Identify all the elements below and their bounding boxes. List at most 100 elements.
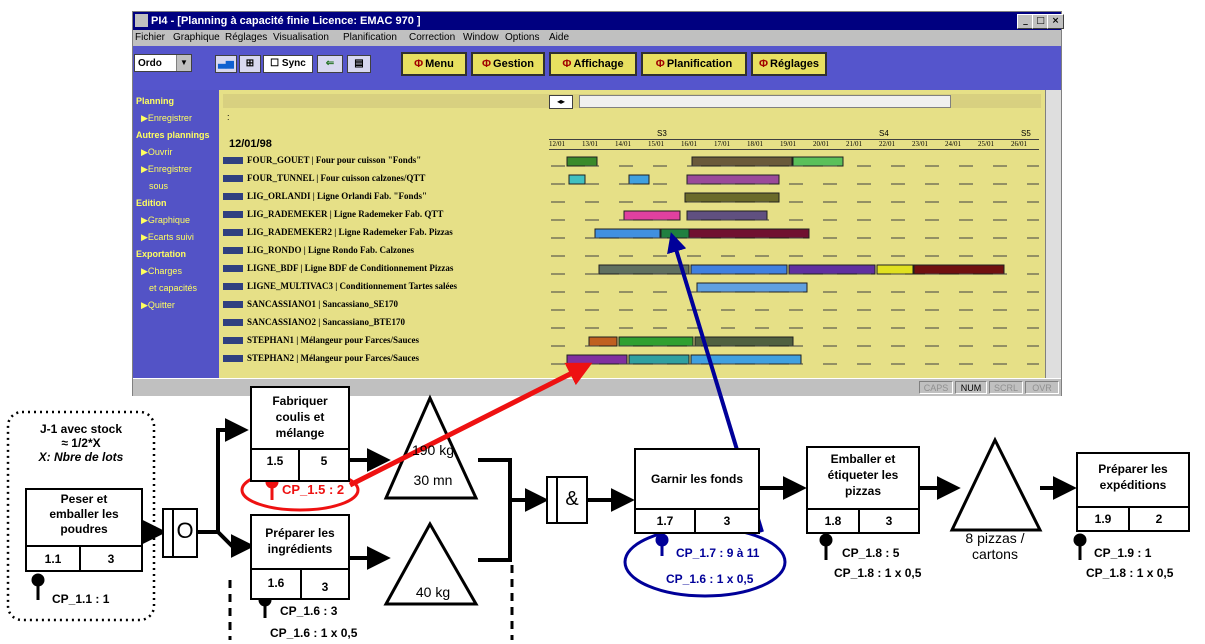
gantt-bar[interactable] bbox=[792, 156, 844, 167]
sidebar-item-ouvrir[interactable]: ▶Ouvrir bbox=[141, 147, 173, 157]
resource-row[interactable]: LIG_RADEMEKER2 | Ligne Rademeker Fab. Pi… bbox=[223, 225, 453, 240]
gantt-bar[interactable] bbox=[696, 282, 808, 293]
menu-aide[interactable]: Aide bbox=[549, 32, 570, 43]
vertical-scrollbar[interactable] bbox=[1045, 90, 1061, 378]
week-s3: S3 bbox=[657, 129, 667, 138]
chevron-down-icon[interactable]: ▼ bbox=[176, 55, 191, 71]
menu-correction[interactable]: Correction bbox=[409, 32, 456, 43]
and-gate: & bbox=[546, 476, 588, 524]
sidebar-item-enregistrer-sous[interactable]: ▶Enregistrer bbox=[141, 164, 192, 174]
resource-icon bbox=[223, 157, 243, 165]
sidebar-item-quitter[interactable]: ▶Quitter bbox=[141, 300, 175, 310]
sidebar-item-charges[interactable]: ▶Charges bbox=[141, 266, 182, 276]
resource-row[interactable]: LIGNE_BDF | Ligne BDF de Conditionnement… bbox=[223, 261, 453, 276]
process-box-expeditions[interactable]: Préparer les expéditions 1.9 2 bbox=[1076, 452, 1190, 532]
chart-icon[interactable]: ▃▅ bbox=[215, 55, 237, 73]
resource-icon bbox=[223, 193, 243, 201]
cp-label: CP_1.6 : 3 bbox=[280, 604, 338, 618]
resource-row[interactable]: SANCASSIANO1 | Sancassiano_SE170 bbox=[223, 297, 398, 312]
resource-icon bbox=[223, 211, 243, 219]
gantt-bar[interactable] bbox=[691, 156, 793, 167]
scroll-thumb[interactable] bbox=[579, 95, 951, 108]
cp-label: CP_1.8 : 1 x 0,5 bbox=[834, 566, 922, 580]
minimize-button[interactable]: _ bbox=[1017, 14, 1034, 29]
sidebar-item-ecarts-suivi[interactable]: ▶Ecarts suivi bbox=[141, 232, 194, 242]
resource-row[interactable]: STEPHAN1 | Mélangeur pour Farces/Sauces bbox=[223, 333, 419, 348]
close-button[interactable]: × bbox=[1047, 14, 1064, 29]
resource-icon bbox=[223, 247, 243, 255]
resource-row[interactable]: STEPHAN2 | Mélangeur pour Farces/Sauces bbox=[223, 351, 419, 366]
resource-row[interactable]: LIG_RADEMEKER | Ligne Rademeker Fab. QTT bbox=[223, 207, 443, 222]
network-icon[interactable]: ⊞ bbox=[239, 55, 261, 73]
sidebar-item-capacites[interactable]: et capacités bbox=[149, 283, 198, 293]
stock-note: J-1 avec stock ≈ 1/2*X X: Nbre de lots bbox=[38, 422, 124, 464]
resource-row[interactable]: SANCASSIANO2 | Sancassiano_BTE170 bbox=[223, 315, 405, 330]
menu-reglages[interactable]: Réglages bbox=[225, 32, 268, 43]
cp-label-highlight: CP_1.7 : 9 à 11 bbox=[676, 546, 760, 560]
table-icon[interactable]: ▤ bbox=[347, 55, 371, 73]
phi-icon: Φ bbox=[562, 58, 572, 70]
mode-select[interactable]: Ordo ▼ bbox=[134, 54, 192, 72]
gantt-bar[interactable] bbox=[688, 228, 810, 239]
menu-fichier[interactable]: Fichier bbox=[135, 32, 166, 43]
sidebar-item-sous[interactable]: sous bbox=[149, 181, 169, 191]
sync-checkbox[interactable]: ☐ Sync bbox=[263, 55, 313, 73]
stock-qty: 40 kg bbox=[415, 584, 451, 600]
sidebar-section-planning: Planning bbox=[136, 96, 174, 106]
sidebar-section-autres-plannings: Autres plannings bbox=[136, 130, 210, 140]
scroll-arrows-icon[interactable]: ◂▸ bbox=[549, 95, 573, 109]
sidebar-item-enregistrer[interactable]: ▶Enregistrer bbox=[141, 113, 192, 123]
resource-row[interactable]: LIGNE_MULTIVAC3 | Conditionnement Tartes… bbox=[223, 279, 457, 294]
status-bar: CAPS NUM SCRL OVR bbox=[133, 378, 1061, 396]
stock-dotted-frame bbox=[6, 410, 156, 622]
resource-icon bbox=[223, 355, 243, 363]
planning-window: PI4 - [Planning à capacité finie Licence… bbox=[132, 11, 1064, 396]
app-icon bbox=[135, 14, 148, 27]
arrows-icon[interactable]: ⇐ bbox=[317, 55, 343, 73]
resource-row[interactable]: FOUR_TUNNEL | Four cuisson calzones/QTT bbox=[223, 171, 425, 186]
gantt-date: 12/01/98 bbox=[229, 138, 272, 150]
gantt-bar[interactable] bbox=[628, 174, 650, 185]
gantt-bar[interactable] bbox=[690, 354, 802, 365]
gantt-bar[interactable] bbox=[566, 156, 598, 167]
resource-icon bbox=[223, 319, 243, 327]
status-scrl: SCRL bbox=[989, 381, 1023, 394]
resource-row[interactable]: LIG_RONDO | Ligne Rondo Fab. Calzones bbox=[223, 243, 414, 258]
process-box-peser[interactable]: Peser et emballer les poudres 1.1 3 bbox=[25, 488, 143, 572]
gantt-bar[interactable] bbox=[690, 264, 788, 275]
gantt-bar[interactable] bbox=[588, 336, 618, 347]
gantt-bar[interactable] bbox=[694, 336, 794, 347]
menu-graphique[interactable]: Graphique bbox=[173, 32, 220, 43]
cp-label: CP_1.6 : 1 x 0,5 bbox=[270, 626, 358, 640]
process-box-preparer-ingredients[interactable]: Préparer les ingrédients 1.6 3 bbox=[250, 514, 350, 600]
menu-planification[interactable]: Planification bbox=[343, 32, 397, 43]
process-box-fabriquer[interactable]: Fabriquer coulis et mélange 1.5 5 bbox=[250, 386, 350, 482]
menu-visualisation[interactable]: Visualisation bbox=[273, 32, 329, 43]
resource-row[interactable]: FOUR_GOUET | Four pour cuisson "Fonds" bbox=[223, 153, 421, 168]
status-num: NUM bbox=[955, 381, 987, 394]
sync-label: Sync bbox=[281, 58, 306, 69]
sidebar-section-exportation: Exportation bbox=[136, 249, 187, 259]
menu-options[interactable]: Options bbox=[505, 32, 540, 43]
window-title: PI4 - [Planning à capacité finie Licence… bbox=[151, 15, 421, 27]
sidebar-item-graphique[interactable]: ▶Graphique bbox=[141, 215, 190, 225]
menu-window[interactable]: Window bbox=[463, 32, 499, 43]
phi-icon: Φ bbox=[482, 58, 492, 70]
resource-row[interactable]: LIG_ORLANDI | Ligne Orlandi Fab. "Fonds" bbox=[223, 189, 427, 204]
process-box-emballer[interactable]: Emballer et étiqueter les pizzas 1.8 3 bbox=[806, 446, 920, 534]
gantt-bar[interactable] bbox=[623, 210, 681, 221]
week-s5: S5 bbox=[1021, 129, 1031, 138]
menu-bar: Fichier Graphique Réglages Visualisation… bbox=[133, 30, 1061, 46]
gantt-bar[interactable] bbox=[598, 264, 690, 275]
process-box-garnir[interactable]: Garnir les fonds 1.7 3 bbox=[634, 448, 760, 534]
gantt-bar[interactable] bbox=[568, 174, 586, 185]
cp-label: CP_1.8 : 1 x 0,5 bbox=[1086, 566, 1174, 580]
resource-icon bbox=[223, 175, 243, 183]
